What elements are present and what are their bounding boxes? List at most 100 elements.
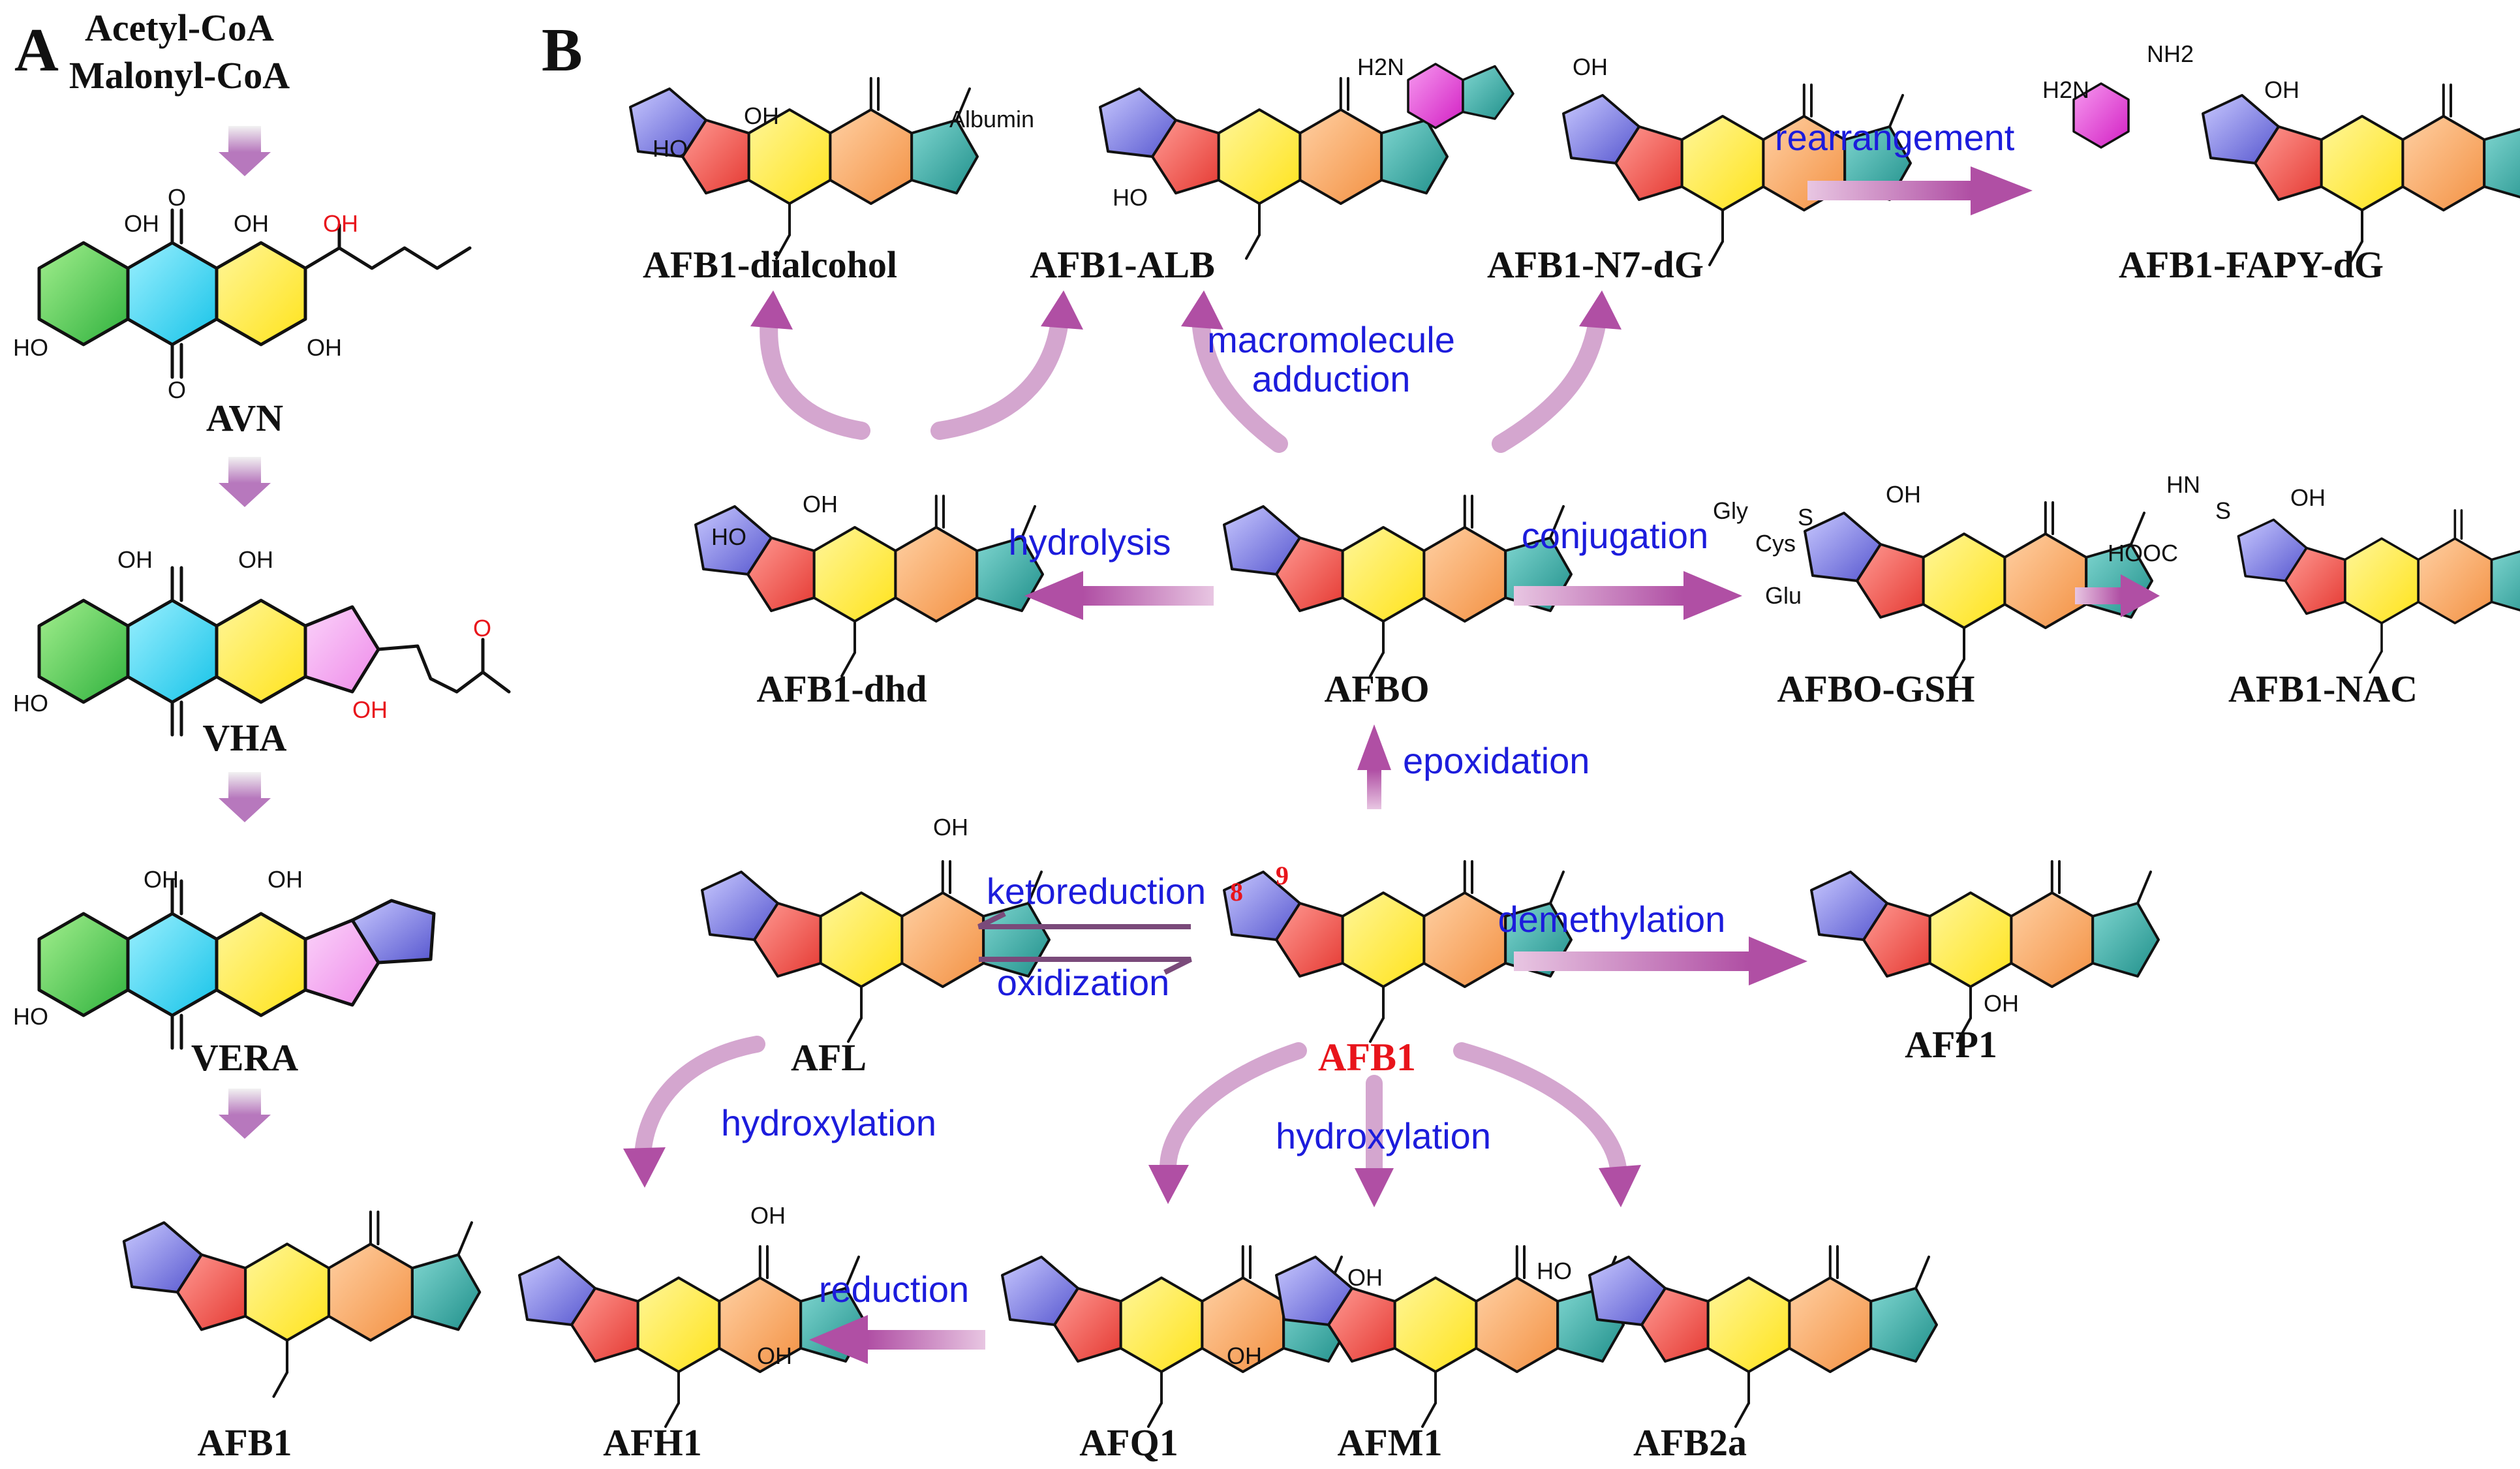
dialcohol-oh: OH	[744, 102, 779, 129]
vha-o-red: O	[473, 615, 491, 642]
avn-oh-3: OH	[307, 334, 342, 361]
vha-oh-1: OH	[117, 546, 153, 573]
compound-vera: VERA	[191, 1036, 298, 1079]
carbon-9-label: 9	[1276, 861, 1289, 890]
label-macromolecule: macromolecule	[1207, 319, 1455, 360]
carbon-8-label: 8	[1230, 877, 1243, 906]
vera-oh-1: OH	[144, 866, 179, 893]
compound-afp1: AFP1	[1905, 1023, 1997, 1066]
structure-afb1-fapy-dg	[2203, 85, 2520, 265]
arrow-hydrolysis	[1024, 571, 1214, 620]
label-ketoreduction: ketoreduction	[987, 871, 1206, 912]
vha-ho: HO	[13, 690, 48, 717]
dhd-oh: OH	[803, 491, 838, 518]
compound-avn: AVN	[206, 397, 283, 439]
arrow-rearrangement	[1807, 166, 2033, 215]
panel-a-label: A	[14, 16, 59, 84]
arrows-up-top	[750, 290, 1621, 453]
guanine-ring-n7-dg	[1407, 63, 1514, 129]
compound-afbo-gsh: AFBO-GSH	[1777, 668, 1975, 710]
compound-afb1-panel-a: AFB1	[198, 1421, 292, 1464]
compound-afb1-fapy-dg: AFB1-FAPY-dG	[2119, 243, 2384, 286]
nac-hooc: HOOC	[2108, 540, 2178, 566]
compound-afbo: AFBO	[1324, 668, 1429, 710]
label-hydroxylation-center: hydroxylation	[1276, 1115, 1491, 1156]
structure-afb1-dhd	[696, 496, 1043, 676]
vha-oh-red: OH	[352, 696, 388, 723]
avn-o-bottom: O	[168, 377, 186, 403]
afh1-oh-bottom: OH	[757, 1342, 792, 1369]
nac-nh: HN	[2166, 471, 2200, 498]
down-arrow-2	[219, 457, 271, 507]
precursor-malonyl-coa: Malonyl-CoA	[69, 54, 290, 97]
alb-ho: HO	[1113, 184, 1148, 211]
arrow-ketoreduction-oxidization	[977, 911, 1192, 975]
panel-b-label: B	[542, 16, 583, 84]
arrow-demethylation	[1514, 936, 1807, 985]
structure-afb1-n7-dg	[1563, 85, 1911, 265]
afp1-oh: OH	[1984, 990, 2019, 1017]
afb2a-ho: HO	[1537, 1258, 1572, 1284]
down-arrow-3	[219, 772, 271, 822]
albumin-label: Albumin	[949, 106, 1034, 132]
avn-oh-1: OH	[124, 210, 159, 237]
compound-afb1-dhd: AFB1-dhd	[756, 668, 927, 710]
gsh-cys: Cys	[1755, 530, 1796, 557]
label-conjugation: conjugation	[1522, 515, 1708, 556]
structure-vha	[37, 566, 511, 737]
arrow-reduction	[809, 1315, 985, 1364]
compound-afb1-alb: AFB1-ALB	[1030, 243, 1215, 286]
label-rearrangement: rearrangement	[1775, 117, 2015, 158]
down-arrow-1	[219, 126, 271, 176]
precursor-acetyl-coa: Acetyl-CoA	[85, 7, 274, 49]
structure-afb1-alb	[1100, 78, 1447, 258]
afm1-oh: OH	[1347, 1264, 1383, 1291]
structure-afb1-nac	[2237, 509, 2520, 674]
gsh-glu: Glu	[1765, 582, 1802, 609]
label-adduction: adduction	[1252, 358, 1411, 399]
compound-afm1: AFM1	[1337, 1421, 1442, 1464]
label-demethylation: demethylation	[1498, 899, 1726, 940]
arrow-gsh-to-nac	[2075, 574, 2160, 617]
fapy-nh2: NH2	[2147, 40, 2194, 67]
compound-afb1-nac: AFB1-NAC	[2228, 668, 2418, 710]
avn-oh-2: OH	[234, 210, 269, 237]
avn-ho: HO	[13, 334, 48, 361]
afh1-oh-top: OH	[750, 1202, 786, 1229]
dhd-ho: HO	[711, 523, 746, 550]
gsh-s: S	[1798, 504, 1813, 531]
fapy-oh: OH	[2264, 76, 2299, 103]
compound-afb1-dialcohol: AFB1-dialcohol	[643, 243, 897, 286]
panel-a-arrows	[219, 126, 271, 1139]
gsh-gly: Gly	[1713, 497, 1748, 524]
afq1-oh: OH	[1227, 1342, 1262, 1369]
n7dg-oh: OH	[1573, 54, 1608, 80]
fapy-h2n: H2N	[2042, 76, 2089, 103]
arrows-hydroxylation	[623, 1036, 1641, 1207]
structure-afb1-panel-a	[124, 1212, 480, 1397]
n7dg-h2n: H2N	[1357, 54, 1404, 80]
compound-afb1-n7-dg: AFB1-N7-dG	[1487, 243, 1704, 286]
label-reduction: reduction	[819, 1269, 969, 1310]
vera-oh-2: OH	[268, 866, 303, 893]
vera-ho: HO	[13, 1003, 48, 1030]
dialcohol-ho: HO	[653, 135, 688, 162]
avn-oh-red: OH	[323, 210, 358, 237]
label-hydroxylation-left: hydroxylation	[721, 1102, 936, 1143]
compound-afq1: AFQ1	[1079, 1421, 1178, 1464]
down-arrow-4	[219, 1089, 271, 1139]
pyrimidine-ring-fapy-dg	[2072, 82, 2130, 149]
arrow-epoxidation	[1357, 724, 1391, 809]
structure-avn	[37, 208, 472, 379]
structure-vera	[37, 879, 436, 1050]
gsh-oh: OH	[1886, 481, 1921, 508]
compound-afh1: AFH1	[603, 1421, 701, 1464]
afl-oh: OH	[933, 814, 968, 841]
nac-s: S	[2215, 497, 2231, 524]
compound-afb2a: AFB2a	[1633, 1421, 1747, 1464]
vha-oh-2: OH	[238, 546, 273, 573]
label-hydrolysis: hydrolysis	[1009, 521, 1171, 563]
structure-afb2a	[1590, 1246, 1937, 1427]
compound-afb1-center: AFB1	[1318, 1036, 1416, 1079]
